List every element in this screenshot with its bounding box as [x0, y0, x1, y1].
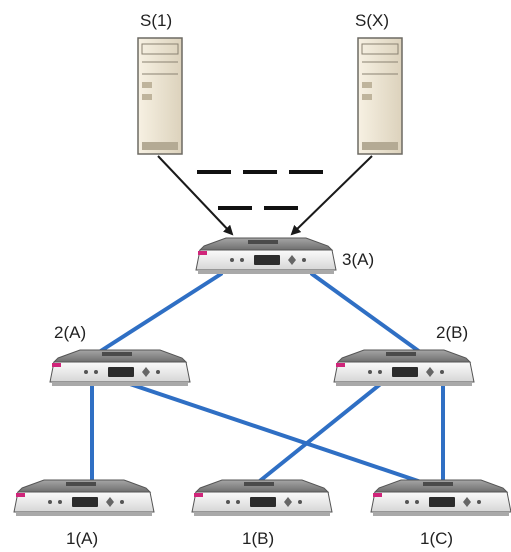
kvm-switch-icon	[191, 479, 333, 516]
label-switch-2b: 2(B)	[436, 323, 468, 342]
label-switch-1c: 1(C)	[420, 529, 453, 548]
label-switch-3a: 3(A)	[342, 250, 374, 269]
label-switch-1b: 1(B)	[242, 529, 274, 548]
kvm-switch-icon	[13, 479, 155, 516]
label-switch-2a: 2(A)	[54, 323, 86, 342]
switch-2a[interactable]	[49, 349, 191, 386]
server-tower-icon	[137, 37, 183, 155]
link-2b-1b	[254, 380, 385, 486]
kvm-switch-icon	[195, 237, 337, 274]
link-3a-2a	[94, 272, 223, 356]
label-s1: S(1)	[140, 11, 172, 30]
link-3a-2b	[310, 272, 422, 354]
server-s1[interactable]	[137, 37, 183, 155]
arrow-s1-3a	[157, 155, 234, 236]
kvm-switch-icon	[333, 349, 475, 386]
link-2a-1c	[122, 380, 429, 486]
kvm-switch-icon	[370, 479, 511, 516]
switch-3a[interactable]	[195, 237, 337, 274]
switch-1a[interactable]	[13, 479, 155, 516]
switch-1c[interactable]	[370, 479, 511, 516]
server-tower-icon	[357, 37, 403, 155]
server-sx[interactable]	[357, 37, 403, 155]
ellipsis-dashes	[197, 170, 330, 210]
server-arrows	[157, 155, 373, 236]
switch-2b[interactable]	[333, 349, 475, 386]
label-switch-1a: 1(A)	[66, 529, 98, 548]
kvm-switch-icon	[49, 349, 191, 386]
switch-1b[interactable]	[191, 479, 333, 516]
arrow-sx-3a	[290, 155, 373, 236]
label-sx: S(X)	[355, 11, 389, 30]
network-links	[90, 272, 445, 486]
